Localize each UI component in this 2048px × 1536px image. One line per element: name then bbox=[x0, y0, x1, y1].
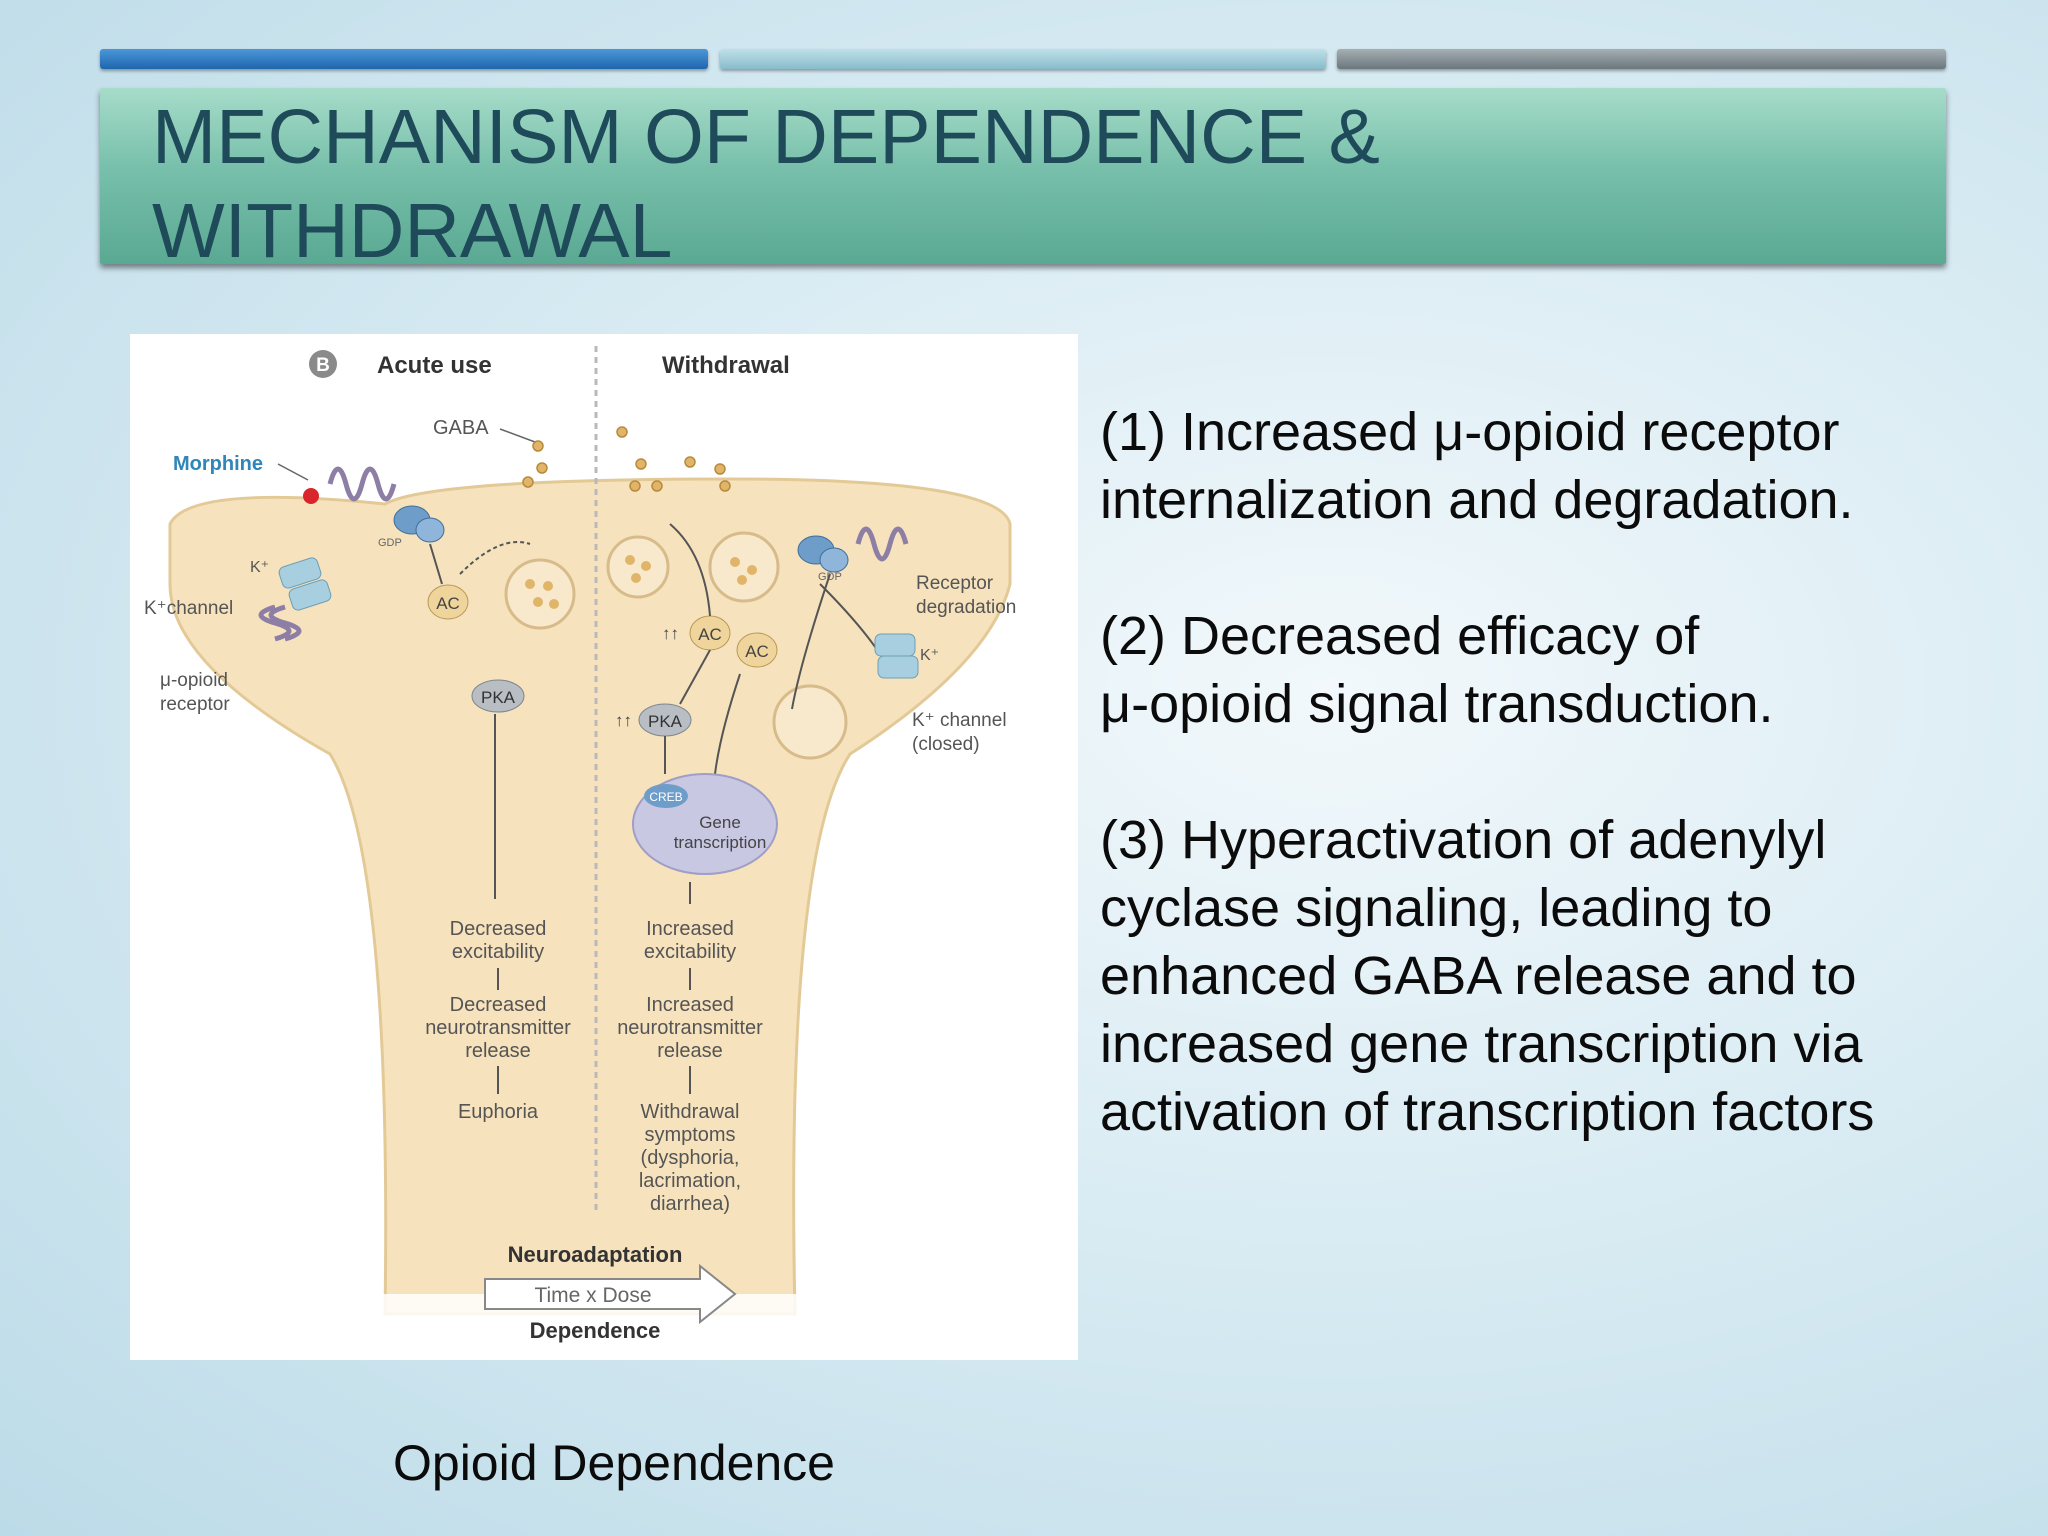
accent-bar-gray bbox=[1337, 49, 1946, 69]
receptor-degradation-1: Receptor bbox=[916, 573, 994, 594]
svg-text:Increased: Increased bbox=[646, 994, 734, 1016]
accent-bar-blue bbox=[100, 49, 708, 69]
svg-text:lacrimation,: lacrimation, bbox=[639, 1170, 741, 1192]
svg-text:release: release bbox=[657, 1040, 723, 1062]
gene-label-1: Gene bbox=[699, 813, 741, 832]
time-dose-arrow bbox=[484, 1263, 737, 1325]
ac-enzyme-right-2: AC bbox=[736, 632, 778, 668]
accent-bar-teal bbox=[720, 49, 1326, 69]
bullet-1: (1) Increased μ-opioid receptor internal… bbox=[1100, 402, 1854, 530]
pathway-arrows bbox=[429, 523, 881, 899]
svg-text:AC: AC bbox=[436, 594, 460, 613]
up-arrows-ac: ↑↑ bbox=[662, 624, 679, 643]
mu-opioid-receptor-icon bbox=[258, 466, 397, 642]
svg-text:symptoms: symptoms bbox=[644, 1124, 735, 1146]
acute-use-header: Acute use bbox=[377, 352, 492, 379]
k-channel-closed-icon bbox=[874, 633, 919, 679]
svg-text:excitability: excitability bbox=[644, 941, 736, 963]
svg-text:(dysphoria,: (dysphoria, bbox=[641, 1147, 740, 1169]
svg-text:AC: AC bbox=[698, 625, 722, 644]
ac-enzyme-left: AC bbox=[427, 584, 469, 620]
k-ion-label: K⁺ bbox=[250, 559, 269, 576]
neuroadaptation-label: Neuroadaptation bbox=[508, 1242, 683, 1267]
mechanism-diagram: B Acute use Withdrawal GABA Morphine GDP… bbox=[130, 346, 1078, 1360]
opioid-mechanism-figure: B Acute use Withdrawal GABA Morphine GDP… bbox=[130, 334, 1078, 1360]
panel-letter-badge bbox=[309, 350, 337, 378]
bullet-2: (2) Decreased efficacy of μ-opioid signa… bbox=[1100, 606, 1774, 734]
panel-letter: B bbox=[316, 355, 330, 376]
vesicle-contents bbox=[525, 555, 757, 609]
bullet-list: (1) Increased μ-opioid receptor internal… bbox=[1100, 398, 2020, 1214]
receptor-degradation-2: degradation bbox=[916, 597, 1016, 618]
figure-caption: Opioid Dependence bbox=[393, 1435, 835, 1491]
time-dose-label: Time x Dose bbox=[534, 1284, 651, 1307]
ac-enzyme-right-1: AC bbox=[689, 615, 731, 651]
k-channel-label: K⁺channel bbox=[144, 598, 233, 619]
svg-text:Withdrawal: Withdrawal bbox=[641, 1101, 740, 1123]
morphine-label: Morphine bbox=[173, 453, 263, 475]
receptor-label-1: μ-opioid bbox=[160, 670, 228, 691]
svg-text:neurotransmitter: neurotransmitter bbox=[617, 1017, 763, 1039]
svg-text:diarrhea): diarrhea) bbox=[650, 1193, 730, 1215]
gaba-label: GABA bbox=[433, 417, 489, 439]
up-arrows-pka: ↑↑ bbox=[615, 711, 632, 730]
k-channel-closed-1: K⁺ channel bbox=[912, 710, 1007, 731]
slide-title: MECHANISM OF DEPENDENCE & WITHDRAWAL bbox=[152, 94, 1380, 274]
gaba-molecules bbox=[522, 426, 731, 492]
k-ion-right-label: K⁺ bbox=[920, 647, 939, 664]
receptor-label-2: receptor bbox=[160, 694, 230, 715]
acute-flow: Decreased excitability Decreased neurotr… bbox=[425, 918, 571, 1123]
vesicles bbox=[504, 531, 848, 760]
title-banner: MECHANISM OF DEPENDENCE & WITHDRAWAL bbox=[100, 88, 1946, 274]
dependence-label: Dependence bbox=[530, 1318, 661, 1343]
svg-text:Decreased: Decreased bbox=[450, 994, 547, 1016]
svg-text:excitability: excitability bbox=[452, 941, 544, 963]
mu-opioid-receptor-right-icon bbox=[855, 526, 909, 562]
k-channel-icon bbox=[278, 557, 332, 611]
pka-left: PKA bbox=[471, 679, 525, 713]
morphine-molecule bbox=[303, 488, 319, 504]
svg-text:release: release bbox=[465, 1040, 531, 1062]
gdp-label-left: GDP bbox=[378, 537, 402, 549]
svg-text:Decreased: Decreased bbox=[450, 918, 547, 940]
k-channel-closed-2: (closed) bbox=[912, 734, 980, 755]
pka-right: PKA bbox=[638, 703, 692, 737]
bullet-3: (3) Hyperactivation of adenylyl cyclase … bbox=[1100, 810, 1875, 1142]
creb-label: CREB bbox=[649, 790, 682, 804]
withdrawal-header: Withdrawal bbox=[662, 352, 790, 379]
svg-text:AC: AC bbox=[745, 642, 769, 661]
g-protein-icon bbox=[393, 505, 849, 573]
nucleus-icon bbox=[632, 773, 778, 875]
svg-text:Increased: Increased bbox=[646, 918, 734, 940]
withdrawal-flow: Increased excitability Increased neurotr… bbox=[617, 918, 763, 1215]
svg-text:Euphoria: Euphoria bbox=[458, 1101, 539, 1123]
svg-text:PKA: PKA bbox=[481, 688, 516, 707]
gene-label-2: transcription bbox=[674, 833, 767, 852]
svg-text:PKA: PKA bbox=[648, 712, 683, 731]
svg-text:neurotransmitter: neurotransmitter bbox=[425, 1017, 571, 1039]
